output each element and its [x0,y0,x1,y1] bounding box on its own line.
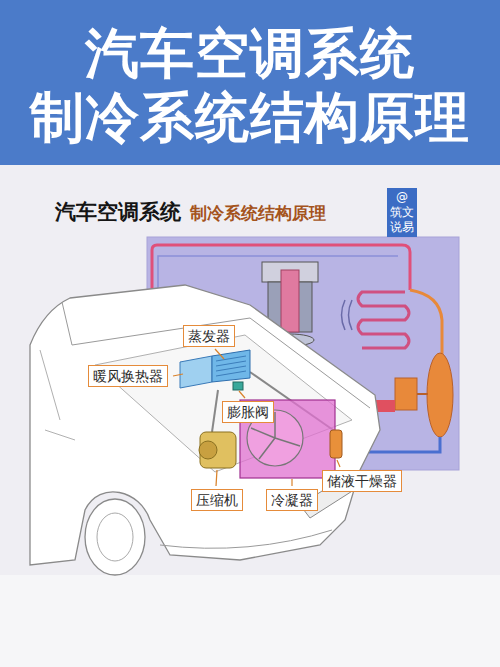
car-drawing [30,285,380,575]
label-text: 暖风换热器 [93,367,163,385]
picture-ground [0,165,500,575]
subtitle-text: 制冷系统结构原理 [190,202,326,225]
car-line [40,350,75,440]
page-title: 汽车空调系统 制冷系统结构原理 [10,22,490,150]
part-label: 压缩机 [191,489,243,511]
part-label: 储液干燥器 [322,470,402,492]
expansion-valve [233,382,243,390]
part-label: 膨胀阀 [222,401,274,423]
evaporator [216,356,246,376]
leader-line [215,349,224,359]
author-badge: @筑文 说易 [387,188,417,237]
label-text: 储液干燥器 [327,472,397,490]
leader-line [216,470,217,486]
car-body [30,285,380,565]
part-label: 蒸发器 [183,325,235,347]
label-text: 膨胀阀 [227,403,269,421]
wheel [97,513,133,561]
subtitle-text: 汽车空调系统 [55,198,181,226]
leader-line [239,391,245,398]
receiver-drier [330,430,342,458]
heater-core [180,356,212,388]
leader-line [337,460,340,467]
ac-components [180,350,342,478]
condenser-coil [358,292,409,348]
wheel [85,499,145,575]
leader-line [173,374,183,376]
airflow-symbol [342,300,353,330]
evaporator [212,350,250,382]
label-text: @筑文 说易 [390,190,414,235]
bottom-ground [0,575,500,667]
bumper-line [160,530,332,548]
valve-symbol [375,400,395,412]
title-banner [0,0,500,165]
car-line [62,302,250,345]
compressor [200,432,236,468]
pipe [417,393,428,395]
leader-line [291,479,292,486]
pipe [410,290,442,355]
label-text: 蒸发器 [188,327,230,345]
leader-lines [173,349,340,486]
compressor [199,441,217,459]
compressor-symbol [281,270,299,332]
receiver-symbol [395,378,417,410]
label-text: 冷凝器 [271,491,313,509]
pipe [212,390,218,432]
valve-symbol [427,353,453,437]
part-label: 暖风换热器 [88,365,168,387]
part-label: 冷凝器 [266,489,318,511]
label-text: 压缩机 [196,491,238,509]
